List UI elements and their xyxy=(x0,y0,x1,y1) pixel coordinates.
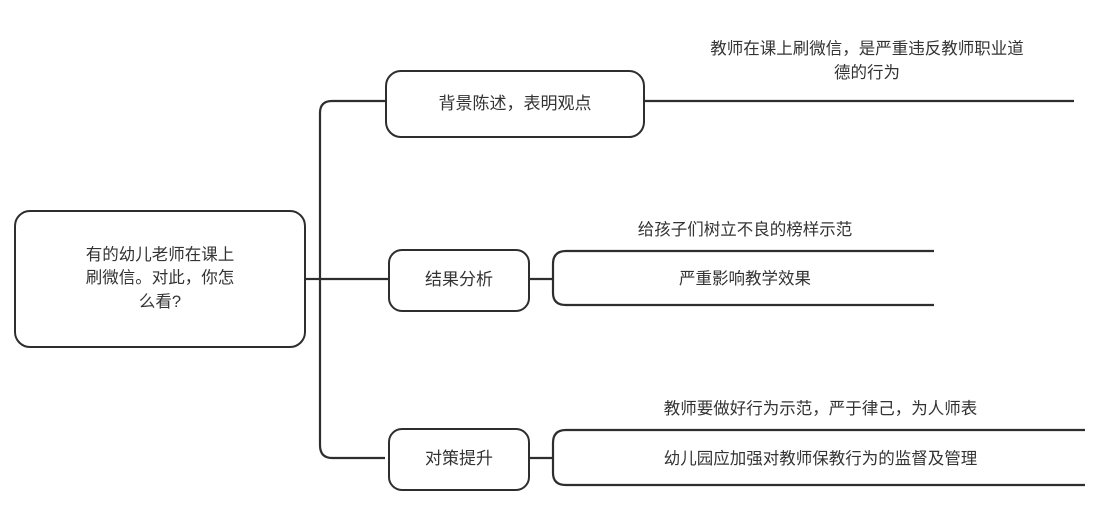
branch-node-countermeasures[interactable]: 对策提升 xyxy=(388,428,530,491)
leaf-node-branch2-item1[interactable]: 给孩子们树立不良的榜样示范 xyxy=(637,221,853,239)
leaf-node-branch3-item2[interactable]: 幼儿园应加强对教师保教行为的监督及管理 xyxy=(663,450,978,468)
leaf-node-branch3-item1[interactable]: 教师要做好行为示范，严于律己，为人师表 xyxy=(663,400,978,418)
branch-node-background-statement[interactable]: 背景陈述，表明观点 xyxy=(385,70,645,138)
connector-main-spine xyxy=(318,99,385,460)
leaf-node-branch1-item1[interactable]: 教师在课上刷微信，是严重违反教师职业道 德的行为 xyxy=(710,40,1024,82)
leaf-node-branch2-item2[interactable]: 严重影响教学效果 xyxy=(679,270,811,288)
branch-node-result-analysis[interactable]: 结果分析 xyxy=(388,249,530,312)
root-node[interactable]: 有的幼儿老师在课上 刷微信。对此，你怎 么看? xyxy=(14,210,306,348)
